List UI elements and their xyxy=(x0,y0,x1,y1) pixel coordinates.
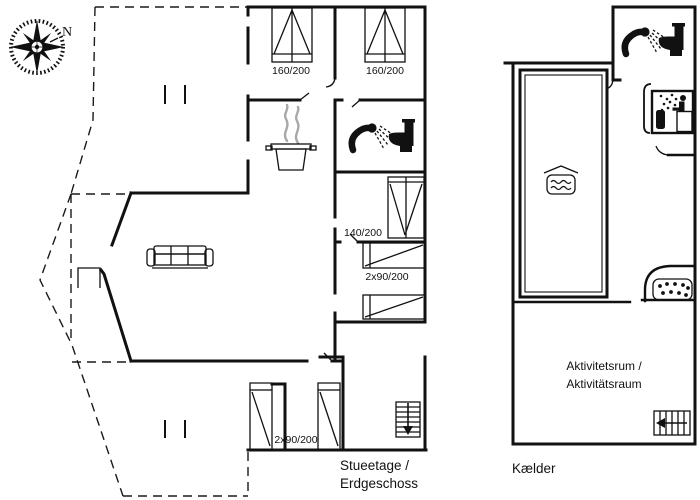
whirlpool-icon xyxy=(643,264,697,303)
ground-floor-plan: 160/200 160/200 140/200 2x90/200 2x90/20… xyxy=(39,5,428,497)
bed-label-double-left: 160/200 xyxy=(272,65,310,77)
toilet-icon xyxy=(388,119,415,152)
bed-label-double-right: 160/200 xyxy=(366,65,404,77)
bed-label-140: 140/200 xyxy=(344,227,382,239)
ground-floor-door-swings xyxy=(299,77,361,362)
ground-floor-label-2: Erdgeschoss xyxy=(340,476,418,491)
terrace-outline-dashed xyxy=(39,6,249,497)
swimming-pool-icon xyxy=(543,165,579,195)
compass-rose-icon: N xyxy=(9,19,72,75)
pool-area xyxy=(518,68,609,299)
terrace-marker-bottom xyxy=(164,420,186,438)
sofa-icon xyxy=(146,245,214,269)
bunk-bed-top-icon xyxy=(362,242,426,269)
terrace-marker-top xyxy=(164,85,186,104)
bed-140-icon xyxy=(387,176,425,239)
ground-floor-label-1: Stueetage / xyxy=(340,458,409,473)
shower-icon xyxy=(352,123,392,150)
double-bed-right-icon xyxy=(364,7,406,63)
activity-room-label-2: Aktivitätsraum xyxy=(566,377,641,391)
north-label: N xyxy=(62,25,72,40)
double-bed-left-icon xyxy=(271,7,313,63)
bed-label-bunk: 2x90/200 xyxy=(365,271,408,283)
stove-pot-icon xyxy=(265,103,317,171)
activity-room-label-1: Aktivitetsrum / xyxy=(566,359,642,373)
toilet-icon xyxy=(658,23,685,56)
basement-plan: Aktivitetsrum / Aktivitätsraum Kælder xyxy=(503,5,697,476)
bed-label-twin-bottom: 2x90/200 xyxy=(274,434,317,446)
fireplace-outline xyxy=(77,267,101,288)
basement-label: Kælder xyxy=(512,461,556,476)
stairs-left-icon xyxy=(653,410,691,436)
single-bed-right-icon xyxy=(317,382,341,451)
bunk-bed-bottom-icon xyxy=(362,294,426,320)
single-bed-left-icon xyxy=(249,382,273,451)
stairs-down-icon xyxy=(395,401,421,438)
sauna-icon xyxy=(650,89,695,135)
